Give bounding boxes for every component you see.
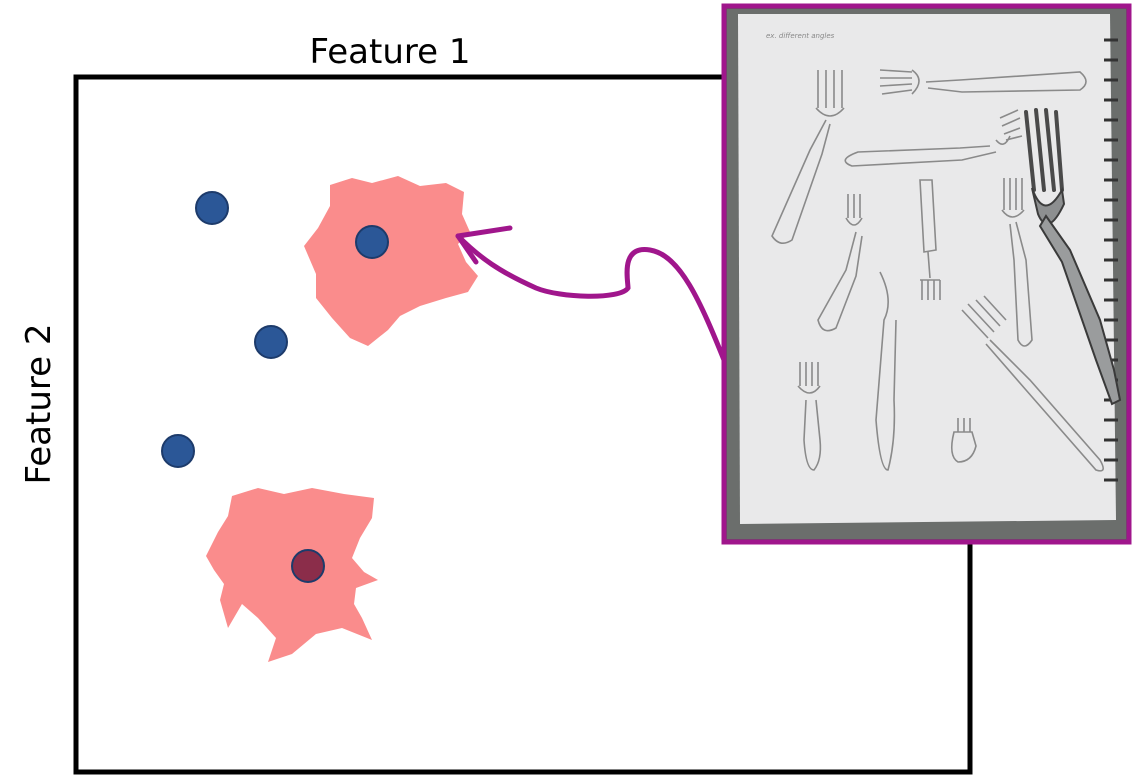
data-point [162, 435, 194, 467]
y-axis-label: Feature 2 [19, 324, 59, 485]
sketch-note: ex. different angles [766, 32, 835, 40]
data-point [255, 326, 287, 358]
inset-photo: ex. different angles [724, 6, 1129, 542]
x-axis-label: Feature 1 [310, 32, 471, 72]
data-point-highlighted [292, 550, 324, 582]
data-point [356, 226, 388, 258]
data-point [196, 192, 228, 224]
